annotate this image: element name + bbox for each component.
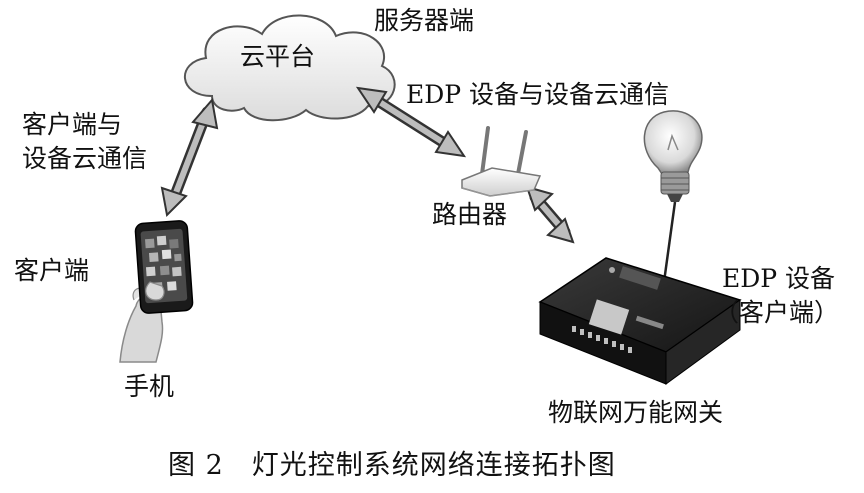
figure-caption: 图 2 灯光控制系统网络连接拓扑图 [168,450,616,481]
cloud-label: 云平台 [240,42,316,71]
edp-comm-label: EDP 设备与设备云通信 [406,80,670,109]
lightbulb-icon [643,110,703,202]
cloud-router-arrow [355,86,467,158]
server-label: 服务器端 [374,6,475,35]
router-icon [461,126,542,197]
client-cloud-comm-line2: 设备云通信 [22,143,148,173]
phone-label: 手机 [124,372,175,401]
bulb-wire [662,201,677,283]
edp-device-line2: （客户端） [714,297,840,327]
client-cloud-comm-line1: 客户端与 [22,110,123,139]
router-gateway-arrow [525,185,575,244]
client-cloud-comm-label: 客户端与 设备云通信 [22,108,147,176]
gateway-device-icon [538,257,742,385]
gateway-label: 物联网万能网关 [548,398,724,427]
client-label: 客户端 [14,256,90,285]
cloud-phone-arrow [160,97,219,218]
edp-device-label: EDP 设备 （客户端） [714,262,839,330]
edp-device-line1: EDP 设备 [722,264,836,293]
cloud-icon [184,14,396,122]
router-label: 路由器 [432,200,508,229]
phone-icon [119,220,194,363]
